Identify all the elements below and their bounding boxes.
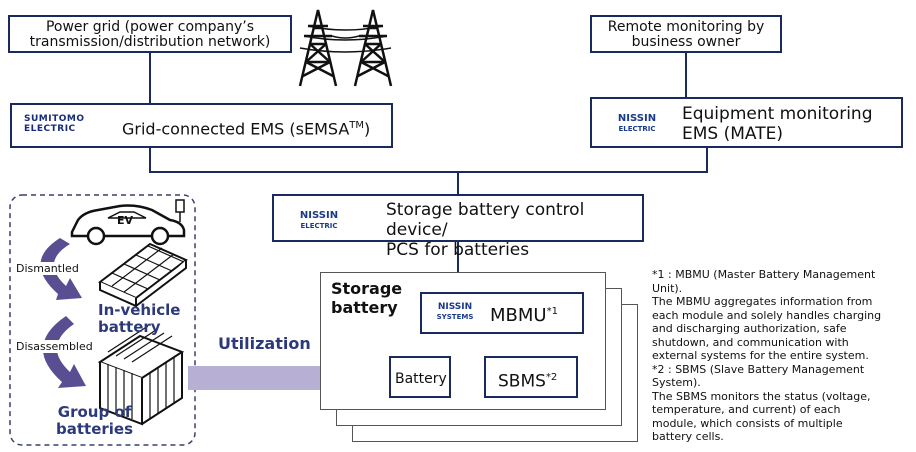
nissin-electric-logo-2: NISSIN ELECTRIC: [299, 210, 339, 230]
nissin-electric-logo: NISSIN ELECTRIC: [617, 113, 657, 133]
mbmu-box: NISSIN SYSTEMS MBMU*1: [420, 292, 584, 334]
mbmu-label: MBMU*1: [490, 305, 558, 326]
footnotes: *1 : MBMU (Master Battery Management Uni…: [652, 268, 912, 444]
nissin-systems-logo: NISSIN SYSTEMS: [436, 302, 474, 321]
note2-line2: System).: [652, 376, 701, 389]
ev-car-icon: [70, 199, 186, 246]
in-vehicle-battery-icon: [98, 242, 188, 308]
note2-line6: battery cells.: [652, 430, 724, 443]
sbms-label: SBMS*2: [498, 371, 558, 392]
storage-battery-title: Storage battery: [331, 279, 403, 317]
transmission-tower-icon: [298, 9, 393, 87]
utilization-label: Utilization: [218, 334, 311, 353]
dismantled-arrow-icon: [40, 238, 82, 300]
note1-line1: *1 : MBMU (Master Battery Management: [652, 268, 876, 281]
disassembled-label: Disassembled: [16, 340, 93, 353]
battery-box: Battery: [389, 356, 451, 398]
note1-line6: shutdown, and communication with: [652, 335, 849, 349]
grid-connected-ems-label: Grid-connected EMS (sEMSATM): [122, 119, 371, 139]
battery-label: Battery: [395, 371, 447, 387]
power-grid-line2: transmission/distribution network): [29, 34, 271, 50]
battery-group-icon: [97, 325, 185, 426]
control-device-label: Storage battery control device/ PCS for …: [386, 200, 585, 260]
note1-line2: Unit).: [652, 281, 683, 295]
note2-line4: temperature, and current) of each: [652, 403, 841, 416]
ev-label: EV: [117, 214, 134, 227]
remote-line1: Remote monitoring by: [607, 19, 765, 35]
sbms-box: SBMS*2: [484, 356, 578, 398]
sumitomo-electric-logo: SUMITOMO ELECTRIC: [24, 114, 85, 134]
note2-line3: The SBMS monitors the status (voltage,: [652, 389, 871, 403]
note2-line5: module, which consists of multiple: [652, 416, 843, 430]
note2-line1: *2 : SBMS (Slave Battery Management: [652, 362, 865, 376]
in-vehicle-battery-label: In-vehicle battery: [98, 301, 181, 336]
dismantled-label: Dismantled: [16, 262, 79, 275]
note1-line3: The MBMU aggregates information from: [652, 295, 873, 308]
note1-line4: each module and solely handles charging: [652, 308, 882, 322]
note1-line7: external systems for the entire system.: [652, 349, 869, 362]
grid-connected-ems-box: SUMITOMO ELECTRIC Grid-connected EMS (sE…: [10, 103, 393, 148]
equipment-monitoring-label: Equipment monitoring EMS (MATE): [682, 104, 873, 144]
power-grid-box: Power grid (power company’s transmission…: [8, 15, 292, 53]
power-grid-line1: Power grid (power company’s: [45, 19, 255, 35]
reuse-panel-border: [9, 194, 196, 446]
note1-line5: and discharging authorization, safe: [652, 322, 847, 335]
control-device-box: NISSIN ELECTRIC Storage battery control …: [272, 194, 644, 260]
equipment-monitoring-box: NISSIN ELECTRIC Equipment monitoring EMS…: [590, 97, 903, 148]
disassembled-arrow-icon: [42, 316, 86, 388]
remote-line2: business owner: [631, 34, 741, 50]
remote-monitoring-box: Remote monitoring by business owner: [590, 15, 782, 53]
group-of-batteries-label: Group of batteries: [56, 403, 134, 438]
